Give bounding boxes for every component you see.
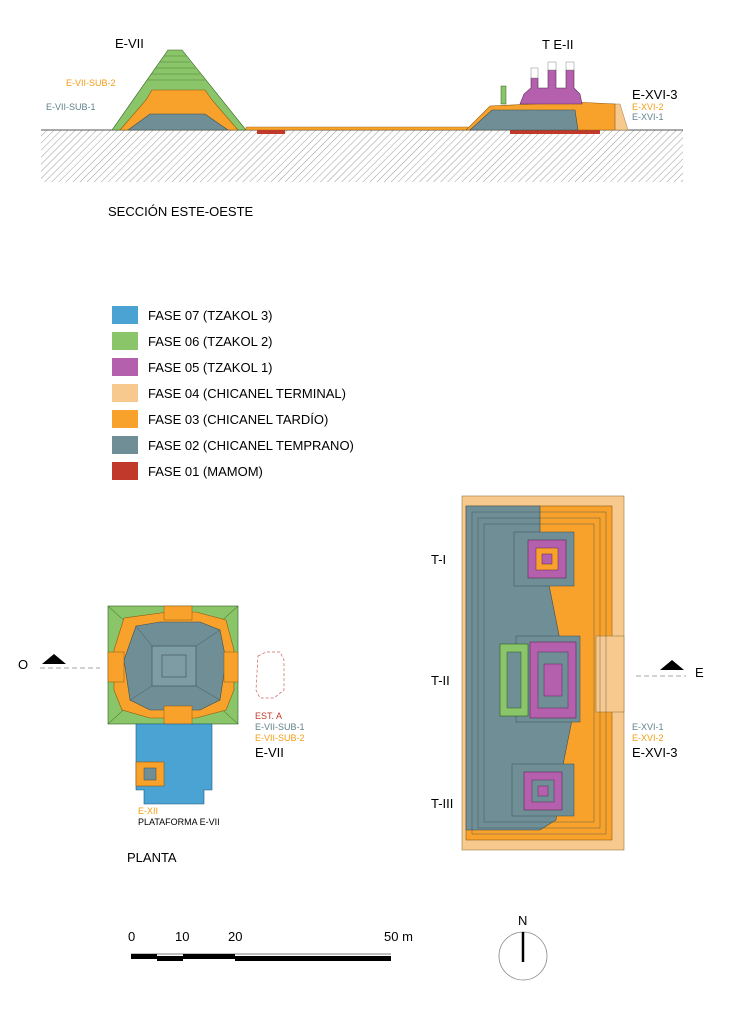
legend-label: FASE 03 (CHICANEL TARDÍO) xyxy=(148,411,329,427)
legend: FASE 07 (TZAKOL 3) FASE 06 (TZAKOL 2) FA… xyxy=(112,302,354,484)
exvi1-section-label: E-XVI-1 xyxy=(632,112,664,122)
exvi-east-stair xyxy=(595,635,625,713)
east-label: E xyxy=(695,665,704,680)
plaza-floor xyxy=(245,126,469,131)
evii-fase02 xyxy=(127,113,229,131)
mamom-west xyxy=(257,130,285,134)
legend-item: FASE 02 (CHICANEL TEMPRANO) xyxy=(112,432,354,458)
legend-item: FASE 07 (TZAKOL 3) xyxy=(112,302,354,328)
evii-sub1-section-label: E-VII-SUB-1 xyxy=(46,102,96,112)
north-arrow xyxy=(498,931,548,981)
legend-swatch xyxy=(112,436,138,454)
exii xyxy=(135,761,165,787)
section-caption: SECCIÓN ESTE-OESTE xyxy=(108,204,254,219)
plan-caption: PLANTA xyxy=(127,850,177,865)
ground-hatch xyxy=(41,130,683,182)
legend-item: FASE 05 (TZAKOL 1) xyxy=(112,354,354,380)
legend-swatch xyxy=(112,462,138,480)
legend-label: FASE 07 (TZAKOL 3) xyxy=(148,307,273,323)
legend-label: FASE 01 (MAMOM) xyxy=(148,463,263,479)
scale-tick-50: 50 m xyxy=(384,929,413,944)
t2-fase05 xyxy=(529,641,577,719)
exvi1-plan-label: E-XVI-1 xyxy=(632,722,664,732)
legend-swatch xyxy=(112,410,138,428)
exvi3-plan-label: E-XVI-3 xyxy=(632,745,678,760)
scale-tick-10: 10 xyxy=(175,929,190,944)
exvi2-plan-label: E-XVI-2 xyxy=(632,733,664,743)
legend-item: FASE 03 (CHICANEL TARDÍO) xyxy=(112,406,354,432)
north-label: N xyxy=(518,913,528,928)
teii-fase05 xyxy=(519,69,583,105)
t2-fase06 xyxy=(499,643,529,717)
scale-tick-0: 0 xyxy=(128,929,136,944)
teii-fase06 xyxy=(500,85,507,105)
t3-label: T-III xyxy=(431,796,454,811)
exvi2-section-label: E-XVI-2 xyxy=(632,102,664,112)
evii-section-label: E-VII xyxy=(115,36,144,51)
exii-label: E-XII xyxy=(138,806,159,816)
legend-item: FASE 04 (CHICANEL TERMINAL) xyxy=(112,380,354,406)
legend-swatch xyxy=(112,306,138,324)
t3-fase05 xyxy=(523,771,563,811)
exvi-section xyxy=(465,61,629,131)
plataforma-label: PLATAFORMA E-VII xyxy=(138,817,220,827)
est-a-label: EST. A xyxy=(255,711,283,721)
east-marker xyxy=(660,660,684,670)
legend-label: FASE 05 (TZAKOL 1) xyxy=(148,359,273,375)
evii-sub2-section-label: E-VII-SUB-2 xyxy=(66,78,116,88)
exvi-fase02 xyxy=(469,109,579,131)
legend-swatch xyxy=(112,384,138,402)
scale-tick-20: 20 xyxy=(228,929,243,944)
t1-fase05 xyxy=(527,539,567,579)
section-markers xyxy=(40,654,686,677)
legend-swatch xyxy=(112,358,138,376)
legend-label: FASE 02 (CHICANEL TEMPRANO) xyxy=(148,437,354,453)
legend-swatch xyxy=(112,332,138,350)
mamom-east xyxy=(510,130,600,134)
legend-label: FASE 04 (CHICANEL TERMINAL) xyxy=(148,385,346,401)
section-view xyxy=(41,49,683,182)
exvi3-section-label: E-XVI-3 xyxy=(632,87,678,102)
t2-label: T-II xyxy=(431,673,450,688)
evii-plan-label: E-VII xyxy=(255,745,284,760)
scale-bar xyxy=(131,953,391,961)
evii-plan xyxy=(107,605,285,805)
evii-section xyxy=(111,49,247,131)
exvi-plan xyxy=(461,495,625,851)
t1-label: T-I xyxy=(431,552,447,567)
teii-section-label: T E-II xyxy=(542,37,574,52)
west-marker xyxy=(42,654,66,664)
est-a-outline xyxy=(255,651,285,699)
legend-item: FASE 01 (MAMOM) xyxy=(112,458,354,484)
evii-sub2-plan-label: E-VII-SUB-2 xyxy=(255,733,305,743)
evii-top xyxy=(151,645,197,687)
legend-item: FASE 06 (TZAKOL 2) xyxy=(112,328,354,354)
west-label: O xyxy=(18,657,29,672)
legend-label: FASE 06 (TZAKOL 2) xyxy=(148,333,273,349)
evii-sub1-plan-label: E-VII-SUB-1 xyxy=(255,722,305,732)
